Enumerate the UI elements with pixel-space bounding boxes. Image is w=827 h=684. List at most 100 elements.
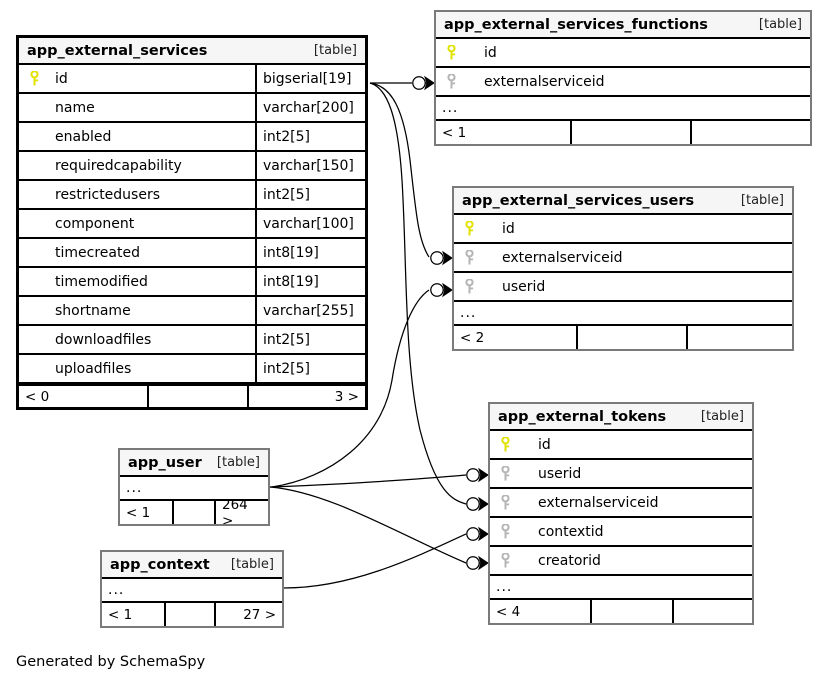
column-name: externalserviceid (484, 73, 605, 90)
table-row[interactable]: creatorid (490, 547, 752, 576)
footer-children-count (672, 600, 752, 623)
column-type: int8[19] (255, 268, 365, 295)
foreign-key-icon (490, 552, 516, 569)
footer-middle-cell (576, 326, 686, 349)
table-row[interactable]: component varchar[100] (19, 210, 365, 239)
column-name: id (55, 70, 68, 87)
footer-parents-count: < 2 (460, 329, 485, 346)
table-footer: < 1 27 > (102, 603, 282, 626)
column-name: contextid (538, 523, 604, 540)
primary-key-icon (454, 220, 480, 237)
table-app-external-tokens[interactable]: app_external_tokens [table] id userid ex… (488, 402, 754, 625)
column-type: int8[19] (255, 239, 365, 266)
foreign-key-icon (490, 494, 516, 511)
table-app-external-services-users[interactable]: app_external_services_users [table] id e… (452, 186, 794, 351)
table-row[interactable]: externalserviceid (490, 489, 752, 518)
column-type: varchar[200] (255, 94, 365, 121)
foreign-key-icon (454, 249, 480, 266)
table-header: app_external_services_users [table] (454, 188, 792, 215)
footer-children-count (686, 326, 792, 349)
table-row[interactable]: userid (454, 273, 792, 302)
table-app-external-services[interactable]: app_external_services [table] id bigseri… (16, 35, 368, 410)
table-header: app_external_tokens [table] (490, 404, 752, 431)
column-name: shortname (55, 302, 131, 319)
table-app-external-services-functions[interactable]: app_external_services_functions [table] … (434, 10, 812, 146)
table-row[interactable]: contextid (490, 518, 752, 547)
table-footer: < 4 (490, 600, 752, 623)
table-type-tag: [table] (216, 455, 260, 470)
table-row[interactable]: timemodified int8[19] (19, 268, 365, 297)
foreign-key-icon (454, 278, 480, 295)
table-app-context[interactable]: app_context [table] ... < 1 27 > (100, 550, 284, 628)
table-row[interactable]: userid (490, 460, 752, 489)
table-row[interactable]: id bigserial[19] (19, 65, 365, 94)
table-type-tag: [table] (313, 43, 357, 58)
table-type-tag: [table] (758, 17, 802, 32)
foreign-key-icon (436, 73, 462, 90)
column-type: varchar[150] (255, 152, 365, 179)
footer-children-count: 264 > (214, 497, 268, 529)
column-name: id (484, 44, 497, 61)
table-title: app_external_services_users (462, 192, 695, 209)
primary-key-icon (490, 436, 516, 453)
table-header: app_user [table] (120, 450, 268, 477)
table-type-tag: [table] (230, 557, 274, 572)
column-type: int2[5] (255, 123, 365, 150)
table-header: app_context [table] (102, 552, 282, 579)
footer-parents-count: < 1 (108, 606, 133, 623)
footer-parents-count: < 1 (442, 124, 467, 141)
table-row[interactable]: name varchar[200] (19, 94, 365, 123)
table-type-tag: [table] (700, 409, 744, 424)
footer-parents-count: < 4 (496, 603, 521, 620)
table-title: app_external_services_functions (444, 16, 708, 33)
table-row[interactable]: enabled int2[5] (19, 123, 365, 152)
table-footer: < 1 264 > (120, 497, 268, 529)
column-type: int2[5] (255, 326, 365, 353)
table-row[interactable]: uploadfiles int2[5] (19, 355, 365, 384)
table-row[interactable]: shortname varchar[255] (19, 297, 365, 326)
table-header: app_external_services_functions [table] (436, 12, 810, 39)
table-app-user[interactable]: app_user [table] ... < 1 264 > (118, 448, 270, 529)
footer-middle-cell (164, 603, 214, 626)
column-name: externalserviceid (502, 249, 623, 266)
column-name: component (55, 215, 135, 232)
footer-middle-cell (147, 386, 247, 407)
footer-children-count: 3 > (247, 386, 365, 407)
column-name: timecreated (55, 244, 140, 261)
table-row[interactable]: externalserviceid (454, 244, 792, 273)
footer-parents-count: < 0 (25, 388, 50, 405)
column-name: userid (538, 465, 582, 482)
primary-key-icon (436, 44, 462, 61)
footer-middle-cell (172, 501, 214, 524)
table-header: app_external_services [table] (19, 38, 365, 65)
column-name: externalserviceid (538, 494, 659, 511)
generated-by-caption: Generated by SchemaSpy (16, 654, 206, 670)
table-footer: < 1 (436, 121, 810, 144)
column-name: downloadfiles (55, 331, 152, 348)
table-row[interactable]: externalserviceid (436, 68, 810, 97)
footer-middle-cell (590, 600, 672, 623)
table-row[interactable]: downloadfiles int2[5] (19, 326, 365, 355)
more-columns-indicator: ... (120, 477, 268, 501)
column-name: enabled (55, 128, 112, 145)
column-name: id (502, 220, 515, 237)
footer-parents-count: < 1 (126, 504, 151, 521)
table-row[interactable]: id (454, 215, 792, 244)
table-row[interactable]: id (490, 431, 752, 460)
edge-services-to-functions (370, 75, 435, 91)
table-footer: < 2 (454, 326, 792, 349)
footer-children-count: 27 > (214, 603, 282, 626)
column-name: restrictedusers (55, 186, 161, 203)
table-row[interactable]: restrictedusers int2[5] (19, 181, 365, 210)
table-row[interactable]: timecreated int8[19] (19, 239, 365, 268)
column-name: name (55, 99, 95, 116)
edge-app-context-to-tokens-contextid (283, 526, 489, 589)
more-columns-indicator: ... (490, 576, 752, 600)
foreign-key-icon (490, 465, 516, 482)
column-name: uploadfiles (55, 360, 132, 377)
table-row[interactable]: id (436, 39, 810, 68)
table-row[interactable]: requiredcapability varchar[150] (19, 152, 365, 181)
edge-app-user-to-tokens-creatorid (269, 486, 489, 571)
column-type: varchar[255] (255, 297, 365, 324)
